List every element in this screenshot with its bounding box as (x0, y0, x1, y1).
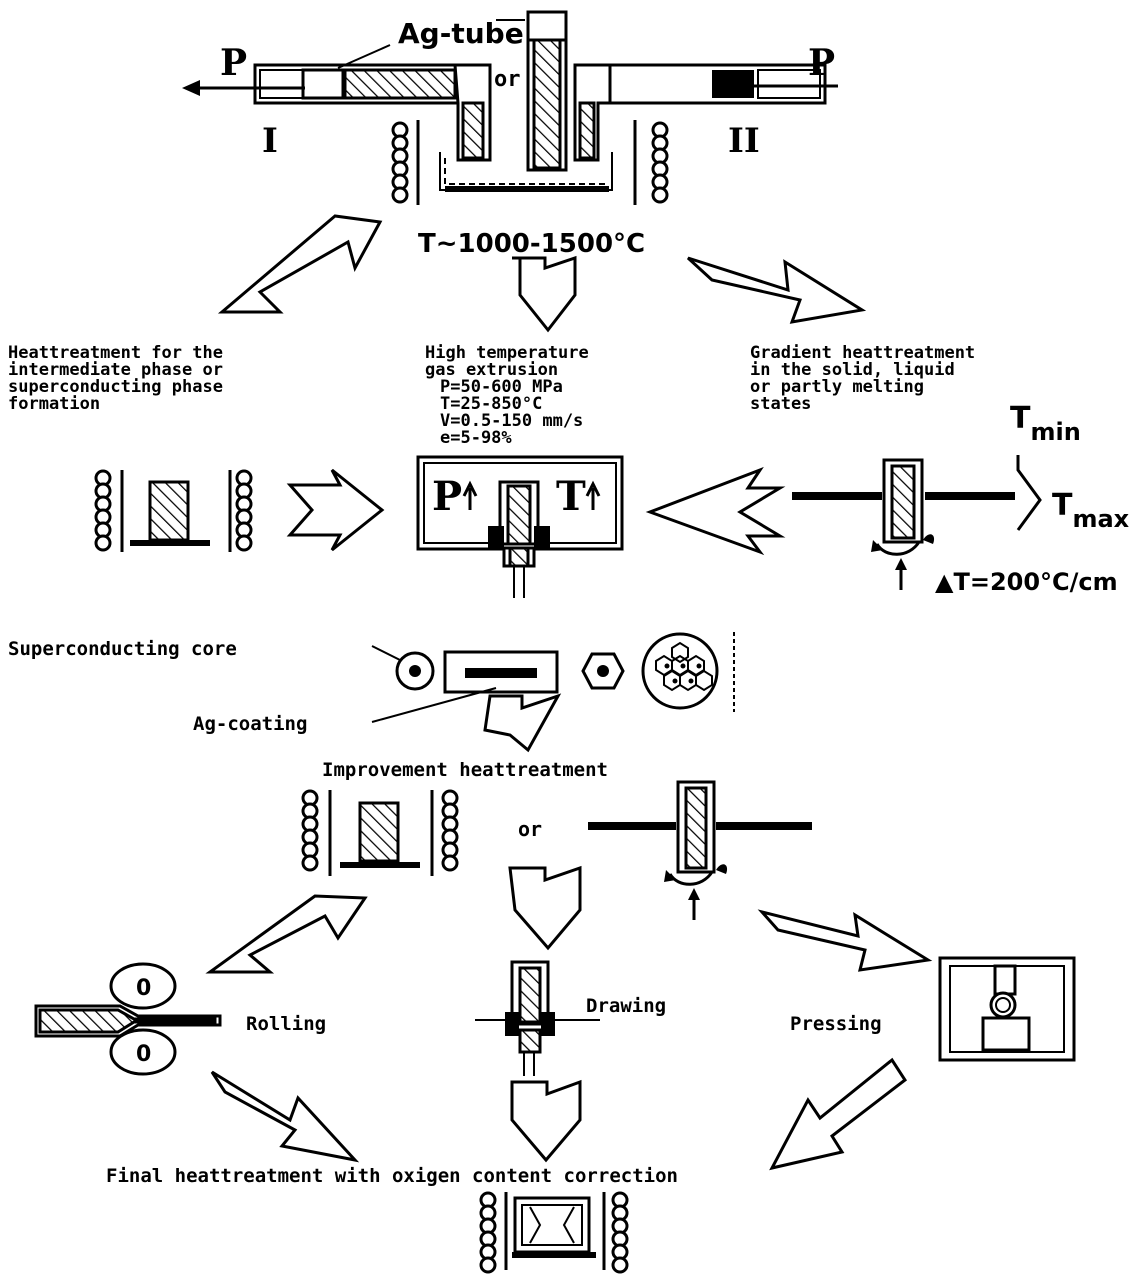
tmin-label: Tmin (1010, 401, 1081, 446)
center-branch-line: gas extrusion (425, 360, 558, 380)
flow-arrows-top (217, 214, 867, 333)
final-title: Final heattreatment with oxigen content … (106, 1165, 678, 1187)
final-furnace (479, 1191, 629, 1274)
extrusion-press: P T (416, 455, 624, 598)
method-i-label: I (262, 121, 278, 161)
gradient-label: ▲T=200°C/cm (935, 568, 1118, 596)
powder-fill-left (343, 68, 457, 100)
improvement-gradient (588, 780, 812, 922)
arrow-to-right-branch (686, 256, 867, 324)
p-right-label: P (808, 42, 835, 84)
temperature-range: T~1000-1500°C (418, 229, 645, 259)
arrow-to-pressing (757, 909, 933, 972)
press-p-label: P (432, 473, 462, 520)
induction-coil-right (651, 121, 669, 204)
center-branch-line: T=25-850°C (440, 394, 542, 414)
right-branch-line: or partly melting (750, 377, 924, 397)
final-coil-left (479, 1191, 497, 1274)
arrow-to-drawing (508, 865, 582, 951)
pull-arrow-head (182, 80, 200, 96)
arrow-furnace-to-press (286, 468, 385, 552)
improvement-coil-left (301, 789, 319, 872)
t-up-arrow (585, 480, 601, 510)
arrow-gradient-to-press (645, 466, 786, 556)
crucible-base (445, 186, 609, 192)
coating-leader (371, 687, 497, 723)
arrow-to-left-branch (217, 214, 383, 314)
drawing-process: Drawing (475, 960, 666, 1076)
left-branch-line: intermediate phase or (8, 360, 223, 380)
top-apparatus: P I Ag-tube or P II T~1000-1500°C (182, 10, 838, 259)
cross-sections: Superconducting core Ag-coating (8, 632, 735, 735)
drawing-label: Drawing (586, 995, 666, 1017)
final-coil-right (611, 1191, 629, 1274)
tmax-label: Tmax (1052, 488, 1130, 533)
ag-tube-leader (337, 44, 391, 69)
or-label-improvement: or (518, 817, 542, 841)
method-ii-label: II (728, 121, 760, 161)
left-branch-line: superconducting phase (8, 377, 223, 397)
right-branch-text: Gradient heattreatment in the solid, liq… (750, 343, 975, 414)
left-branch-line: Heattreatment for the (8, 343, 223, 363)
left-branch-text: Heattreatment for the intermediate phase… (8, 343, 223, 414)
rolling-process: 0 0 Rolling (34, 962, 326, 1076)
furnace-sample (148, 480, 190, 542)
p-left-label: P (220, 42, 247, 84)
center-branch-line: High temperature (425, 343, 589, 363)
lower-roll (109, 1028, 177, 1076)
right-branch-line: Gradient heattreatment (750, 343, 975, 363)
arrow-to-center-branch (512, 255, 577, 333)
arrow-to-rolling (205, 894, 368, 974)
left-branch-line: formation (8, 394, 100, 414)
push-arrow-head (728, 78, 746, 94)
arrow-pressing-to-final (769, 1057, 908, 1171)
center-branch-line: e=5-98% (440, 428, 512, 448)
temperature-profile (1016, 455, 1042, 531)
multifilament-section (641, 632, 719, 710)
ag-tube-label: Ag-tube (398, 17, 524, 50)
or-label-top: or (494, 67, 521, 92)
center-branch-text: High temperature gas extrusion P=50-600 … (425, 343, 589, 448)
arrow-drawing-to-final (510, 1079, 582, 1163)
center-branch-line: V=0.5-150 mm/s (440, 411, 583, 431)
arrow-rolling-to-final (210, 1070, 360, 1163)
ag-coating-label: Ag-coating (193, 713, 307, 735)
p-up-arrow (462, 480, 478, 510)
improvement-title: Improvement heattreatment (322, 759, 608, 781)
arrow-to-improvement (483, 693, 562, 753)
left-furnace (94, 469, 253, 552)
furnace-coil-left (94, 469, 112, 552)
lower-roll-mark: 0 (136, 1042, 151, 1067)
right-branch-line: in the solid, liquid (750, 360, 955, 380)
rolling-label: Rolling (246, 1013, 326, 1035)
induction-coil-left (391, 121, 409, 204)
upper-roll-mark: 0 (136, 976, 151, 1001)
upper-roll (109, 962, 177, 1010)
improvement-coil-right (441, 789, 459, 872)
furnace-coil-right (235, 469, 253, 552)
right-branch-line: states (750, 394, 811, 414)
center-branch-line: P=50-600 MPa (440, 377, 563, 397)
press-t-label: T (556, 473, 586, 520)
gradient-furnace: Tmin Tmax ▲T=200°C/cm (792, 401, 1130, 596)
pressing-label: Pressing (790, 1013, 882, 1035)
superconducting-core-label: Superconducting core (8, 638, 237, 660)
pressing-process: Pressing (790, 956, 1076, 1062)
improvement-furnace (301, 789, 459, 876)
